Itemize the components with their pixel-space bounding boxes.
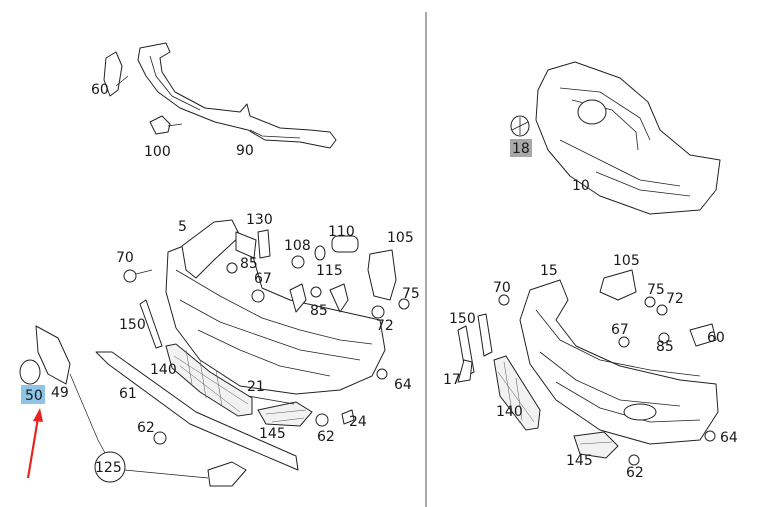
label-50: 50 [25,388,43,404]
label-72-right: 72 [666,291,684,307]
label-145-right: 145 [566,453,593,469]
label-70-left: 70 [116,250,134,266]
label-150-left: 150 [119,317,146,333]
label-62-left-a: 62 [137,420,155,436]
bracket-90-assembly [103,42,337,149]
callout-125 [94,451,126,483]
label-75-right: 75 [647,282,665,298]
bumper-front-right-assembly [457,269,719,466]
label-17: 17 [443,372,461,388]
label-67-right: 67 [611,322,629,338]
label-62-left-b: 62 [317,429,335,445]
label-75-left: 75 [402,286,420,302]
label-61: 61 [119,386,137,402]
label-60-top: 60 [91,82,109,98]
label-125: 125 [95,460,122,476]
label-5: 5 [178,219,187,235]
label-64-left: 64 [394,377,412,393]
label-85-right: 85 [656,339,674,355]
bumper-10-assembly [510,61,721,215]
label-72-left: 72 [376,318,394,334]
label-49: 49 [51,385,69,401]
label-62-right: 62 [626,465,644,481]
label-85-lower: 85 [310,303,328,319]
label-60-right: 60 [707,330,725,346]
label-21: 21 [247,379,265,395]
label-85-upper: 85 [240,256,258,272]
label-130: 130 [246,212,273,228]
label-108: 108 [284,238,311,254]
label-140-left: 140 [150,362,177,378]
label-67-left: 67 [254,271,272,287]
label-145-left: 145 [259,426,286,442]
label-15: 15 [540,263,558,279]
label-105-right: 105 [613,253,640,269]
highlight-50 [21,385,45,404]
label-140-right: 140 [496,404,523,420]
label-24: 24 [349,414,367,430]
label-70-right: 70 [493,280,511,296]
label-10: 10 [572,178,590,194]
label-64-right: 64 [720,430,738,446]
bumper-front-left-assembly [19,219,410,487]
label-110: 110 [328,224,355,240]
label-18: 18 [512,141,530,157]
highlight-18 [510,139,532,157]
label-115: 115 [316,263,343,279]
label-150-right: 150 [449,311,476,327]
label-90: 90 [236,143,254,159]
red-arrow-icon [26,408,43,479]
label-100: 100 [144,144,171,160]
label-105-left: 105 [387,230,414,246]
